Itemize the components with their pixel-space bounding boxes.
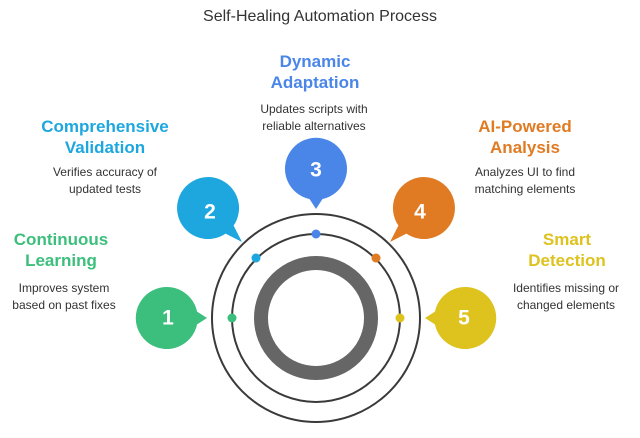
step-4-marker: 4	[371, 177, 455, 263]
step-5-marker: 5	[395, 287, 497, 349]
step-1-dot	[227, 313, 237, 323]
step-1-heading-line-1: Continuous	[13, 230, 109, 249]
step-4-bubble	[390, 177, 455, 242]
step-1-bubble	[135, 287, 207, 349]
step-4-heading-line-1: AI-Powered	[478, 117, 572, 136]
step-1-number: 1	[162, 307, 174, 330]
step-4-desc-line-2: matching elements	[474, 182, 576, 196]
step-5-description: Identifies missing or changed elements	[496, 280, 636, 314]
step-3-marker: 3	[285, 137, 348, 239]
step-2-heading-line-2: Validation	[64, 138, 146, 157]
step-1-heading-line-2: Learning	[25, 251, 97, 270]
step-1-description: Improves system based on past fixes	[0, 280, 128, 314]
step-2-heading-line-1: Comprehensive	[41, 117, 169, 136]
step-3-bubble	[285, 137, 348, 209]
step-4-dot	[371, 253, 381, 263]
step-5-bubble	[425, 287, 497, 349]
step-3-heading-line-2: Adaptation	[270, 73, 360, 92]
step-3-number: 3	[310, 159, 322, 182]
step-1-marker: 1	[135, 287, 237, 349]
step-1-desc-line-2: based on past fixes	[12, 298, 116, 312]
step-5-heading-line-2: Detection	[528, 251, 606, 270]
step-5-heading-line-1: Smart	[542, 230, 592, 249]
outer-ring	[211, 213, 421, 423]
step-3-heading-line-1: Dynamic	[279, 52, 351, 71]
step-3-heading: Dynamic Adaptation	[250, 51, 380, 93]
step-2-marker: 2	[177, 177, 261, 263]
step-2-desc-line-1: Verifies accuracy of	[52, 165, 158, 179]
step-3-dot	[311, 229, 321, 239]
step-5-dot	[395, 313, 405, 323]
step-1-heading: Continuous Learning	[2, 229, 120, 271]
step-5-number: 5	[458, 307, 470, 330]
step-4-heading: AI-Powered Analysis	[460, 116, 590, 158]
step-5-desc-line-1: Identifies missing or	[512, 281, 620, 295]
step-2-heading: Comprehensive Validation	[30, 116, 180, 158]
diagram-title: Self-Healing Automation Process	[203, 8, 437, 25]
step-2-desc-line-2: updated tests	[68, 182, 142, 196]
core-ring	[254, 256, 378, 380]
step-5-desc-line-2: changed elements	[516, 298, 616, 312]
step-3-desc-line-2: reliable alternatives	[262, 119, 366, 133]
step-3-description: Updates scripts with reliable alternativ…	[246, 101, 382, 135]
step-3-desc-line-1: Updates scripts with	[260, 102, 368, 116]
step-2-bubble	[177, 177, 242, 242]
step-4-desc-line-1: Analyzes UI to find	[474, 165, 576, 179]
step-4-description: Analyzes UI to find matching elements	[460, 164, 590, 198]
step-5-heading: Smart Detection	[512, 229, 622, 271]
step-4-heading-line-2: Analysis	[490, 138, 560, 157]
step-1-desc-line-1: Improves system	[18, 281, 110, 295]
step-2-dot	[251, 253, 261, 263]
step-2-number: 2	[204, 201, 216, 224]
step-4-number: 4	[414, 201, 426, 224]
step-2-description: Verifies accuracy of updated tests	[40, 164, 170, 198]
